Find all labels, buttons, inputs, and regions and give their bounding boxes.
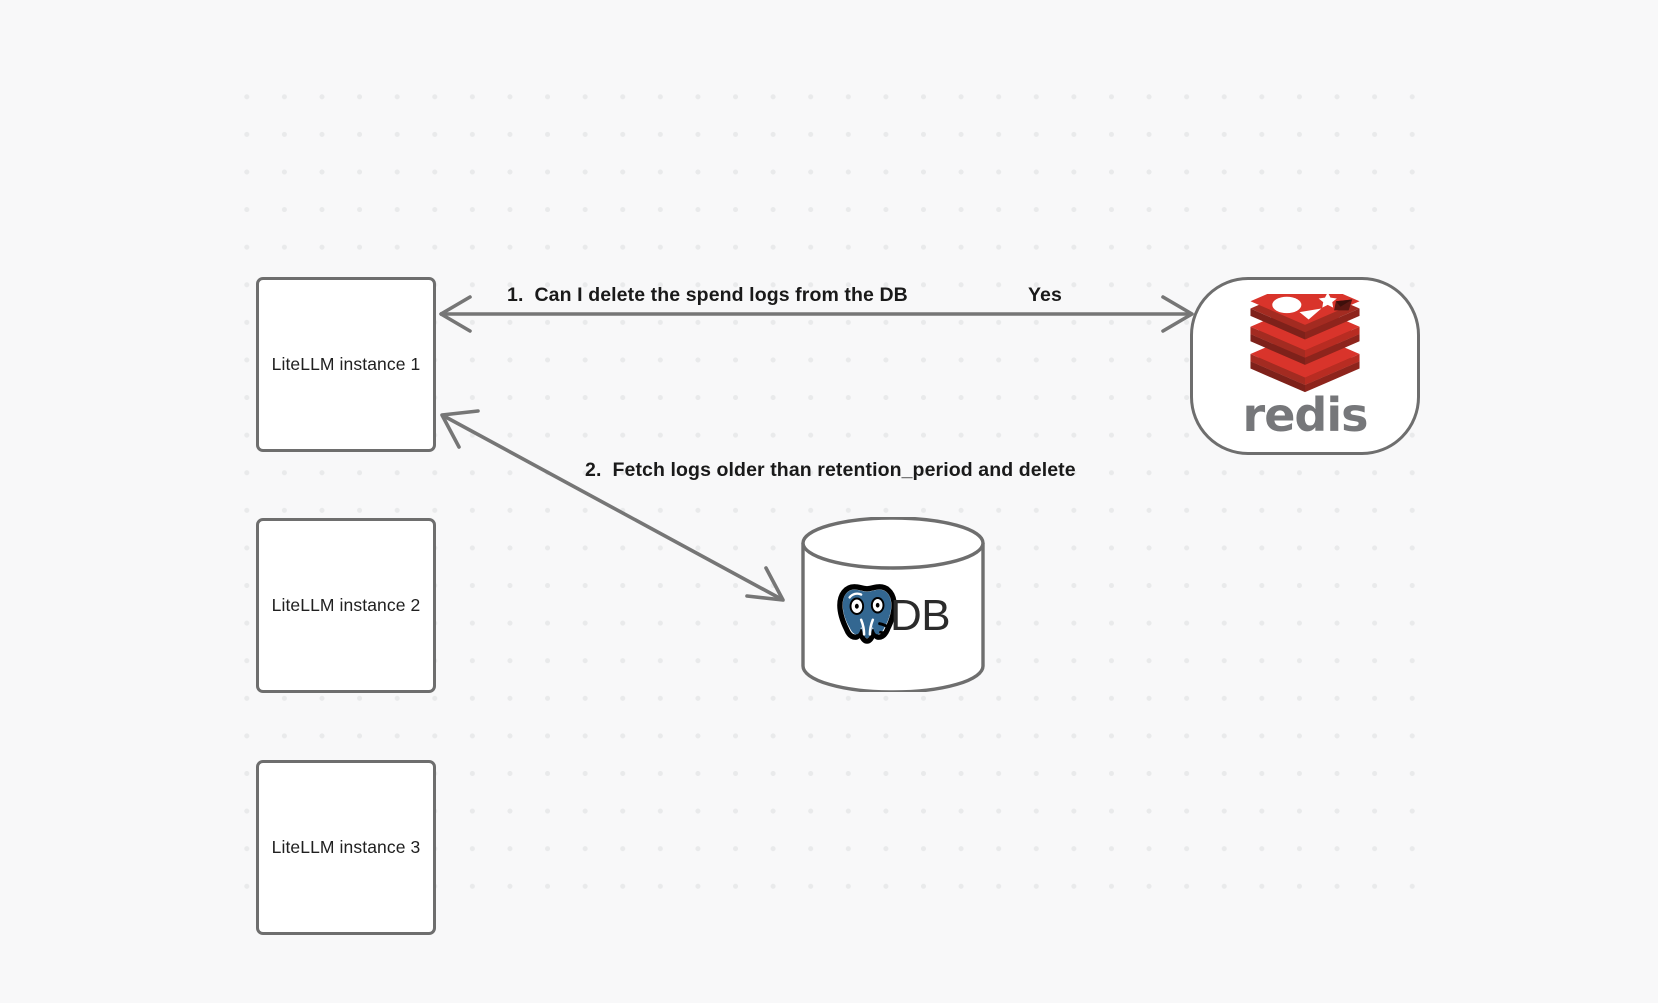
- postgresql-elephant-icon: [836, 581, 898, 650]
- edge-label-database-fetch: 2. Fetch logs older than retention_perio…: [585, 459, 1076, 481]
- redis-wordmark: redis: [1242, 388, 1369, 442]
- node-database[interactable]: DB: [800, 517, 986, 692]
- node-label: LiteLLM instance 1: [271, 354, 421, 374]
- redis-stack-icon: [1250, 294, 1360, 393]
- node-litellm-instance-2[interactable]: LiteLLM instance 2: [256, 518, 436, 693]
- edge-litellm1-database: [440, 409, 785, 602]
- edge-label-redis-question: 1. Can I delete the spend logs from the …: [507, 284, 908, 306]
- database-label: DB: [889, 590, 951, 640]
- edge-label-redis-answer: Yes: [1028, 284, 1062, 306]
- node-label: LiteLLM instance 2: [271, 595, 421, 615]
- node-redis[interactable]: redis: [1190, 277, 1420, 455]
- node-litellm-instance-3[interactable]: LiteLLM instance 3: [256, 760, 436, 935]
- node-litellm-instance-1[interactable]: LiteLLM instance 1: [256, 277, 436, 452]
- node-label: LiteLLM instance 3: [271, 837, 421, 857]
